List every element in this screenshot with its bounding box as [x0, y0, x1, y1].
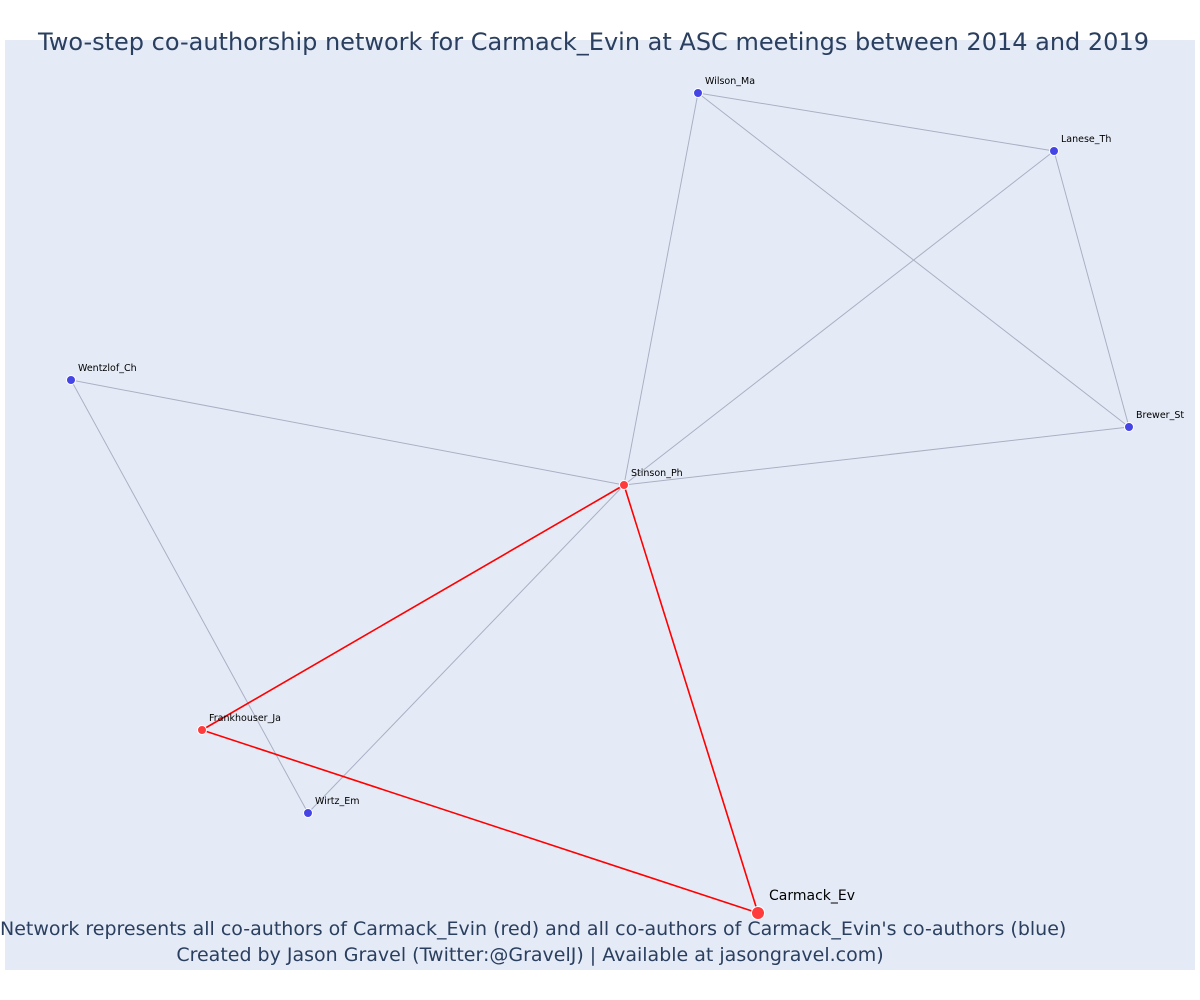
edge-Wentzlof_Ch-Wirtz_Em — [70, 379, 309, 814]
edges-layer — [70, 92, 1130, 914]
edge-Wilson_Ma-Lanese_Th — [697, 92, 1055, 152]
node-label-Lanese_Th: Lanese_Th — [1061, 134, 1111, 145]
node-label-Wentzlof_Ch: Wentzlof_Ch — [78, 363, 137, 374]
node-Carmack_Ev[interactable] — [751, 906, 765, 920]
edge-Frankhouser_Ja-Carmack_Ev — [201, 729, 759, 914]
node-label-Brewer_St: Brewer_St — [1136, 410, 1184, 421]
node-Frankhouser_Ja[interactable] — [197, 725, 207, 735]
node-label-Wirtz_Em: Wirtz_Em — [315, 796, 359, 807]
caption-credit: Created by Jason Gravel (Twitter:@Gravel… — [176, 944, 884, 966]
edge-Brewer_St-Stinson_Ph — [623, 426, 1130, 486]
nodes-layer — [66, 88, 1134, 920]
node-Brewer_St[interactable] — [1124, 422, 1134, 432]
node-Lanese_Th[interactable] — [1049, 146, 1059, 156]
edge-Stinson_Ph-Wirtz_Em — [307, 484, 625, 814]
edge-Wilson_Ma-Stinson_Ph — [623, 92, 699, 486]
node-Wilson_Ma[interactable] — [693, 88, 703, 98]
node-Wentzlof_Ch[interactable] — [66, 375, 76, 385]
node-label-Frankhouser_Ja: Frankhouser_Ja — [209, 713, 281, 724]
edge-Stinson_Ph-Frankhouser_Ja — [201, 484, 625, 731]
node-Wirtz_Em[interactable] — [303, 808, 313, 818]
edge-Lanese_Th-Stinson_Ph — [623, 150, 1055, 486]
labels-layer: Wilson_MaLanese_ThWentzlof_ChBrewer_StSt… — [78, 76, 1184, 904]
node-label-Carmack_Ev: Carmack_Ev — [769, 888, 855, 904]
node-label-Stinson_Ph: Stinson_Ph — [631, 468, 683, 479]
edge-Lanese_Th-Brewer_St — [1053, 150, 1130, 428]
edge-Stinson_Ph-Carmack_Ev — [623, 484, 759, 914]
caption-description: Network represents all co-authors of Car… — [0, 918, 1067, 940]
chart-title: Two-step co-authorship network for Carma… — [38, 28, 1149, 56]
node-Stinson_Ph[interactable] — [619, 480, 629, 490]
node-label-Wilson_Ma: Wilson_Ma — [705, 76, 755, 87]
edge-Wentzlof_Ch-Stinson_Ph — [70, 379, 625, 486]
